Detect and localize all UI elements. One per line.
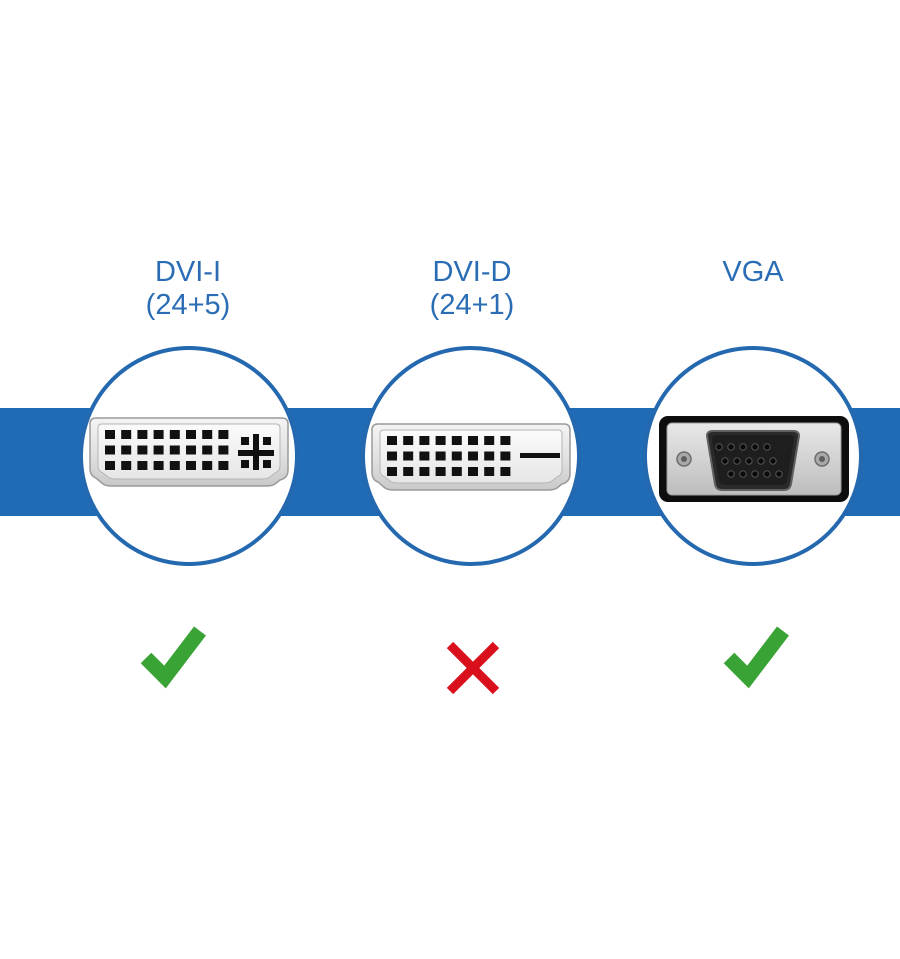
connector-pin (468, 467, 478, 476)
connector-pin (435, 436, 446, 445)
connector-pin (419, 451, 430, 461)
connector-pin (419, 436, 430, 445)
dvi-d-digital-pins (387, 436, 511, 476)
connector-pin (121, 445, 132, 455)
dvi-d-connector (371, 423, 571, 491)
vga-pin (745, 457, 753, 465)
connector-pin (153, 445, 164, 455)
connector-pin (403, 451, 414, 461)
connector-pin (137, 461, 148, 470)
vga-connector (659, 416, 849, 502)
connector-pin (218, 430, 229, 439)
connector-pin (403, 467, 414, 476)
connector-pin (105, 461, 115, 470)
vga-pin (751, 443, 759, 451)
connector-pin (105, 445, 115, 455)
connector-pin (218, 461, 229, 470)
vga-pin (751, 470, 759, 478)
connector-pin (451, 436, 462, 445)
vga-pin (715, 443, 723, 451)
vga-pin (739, 470, 747, 478)
connector-pin (186, 430, 196, 439)
connector-pin (500, 436, 511, 445)
vga-pin (757, 457, 765, 465)
connector-pin (387, 436, 397, 445)
check-icon (140, 626, 206, 689)
vga-pin (721, 457, 729, 465)
connector-pin (121, 430, 132, 439)
connector-pin (484, 436, 495, 445)
connector-pin (451, 451, 462, 461)
vga-pin (733, 457, 741, 465)
vga-pin (727, 470, 735, 478)
connector-pin (387, 451, 397, 461)
connector-pin (186, 445, 196, 455)
connector-pin (186, 461, 196, 470)
connector-pin (484, 451, 495, 461)
dvi-i-name: DVI-I (154, 256, 222, 288)
dvi-d-pins: (24+1) (429, 289, 515, 321)
connector-pin (169, 445, 180, 455)
dvi-i-analog-pins (238, 434, 274, 470)
connector-pin (218, 445, 229, 455)
connector-pin (153, 430, 164, 439)
connector-pin (202, 430, 213, 439)
vga-pins (715, 443, 783, 478)
dvi-i-connector (89, 417, 289, 487)
connector-pin (435, 467, 446, 476)
connector-pin (153, 461, 164, 470)
dvi-d-label: DVI-D (24+1) (352, 256, 592, 322)
dvi-i-label: DVI-I (24+5) (68, 256, 308, 322)
vga-name: VGA (722, 256, 784, 288)
connector-pin (419, 467, 430, 476)
vga-pin (769, 457, 777, 465)
connector-pin (468, 436, 478, 445)
connector-pin (500, 451, 511, 461)
dvi-i-pins: (24+5) (145, 289, 231, 321)
vga-pin (763, 470, 771, 478)
connector-pin (137, 445, 148, 455)
vga-pin (739, 443, 747, 451)
dvi-i-digital-pins (105, 430, 229, 470)
dvi-d-flat-blade (520, 453, 560, 458)
connector-pin (500, 467, 511, 476)
connector-pin (202, 445, 213, 455)
vga-pin (775, 470, 783, 478)
connector-pin (202, 461, 213, 470)
connector-pin (105, 430, 115, 439)
connector-pin (169, 430, 180, 439)
connector-pin (468, 451, 478, 461)
connector-pin (451, 467, 462, 476)
connector-pin (387, 467, 397, 476)
connector-pin (137, 430, 148, 439)
dvi-d-name: DVI-D (432, 256, 512, 288)
connector-pin (435, 451, 446, 461)
connector-pin (169, 461, 180, 470)
check-icon (723, 626, 789, 689)
cross-icon (446, 641, 500, 695)
vga-pin (727, 443, 735, 451)
connector-pin (403, 436, 414, 445)
vga-pin (763, 443, 771, 451)
connector-pin (121, 461, 132, 470)
vga-label: VGA (633, 256, 873, 289)
connector-pin (484, 467, 495, 476)
